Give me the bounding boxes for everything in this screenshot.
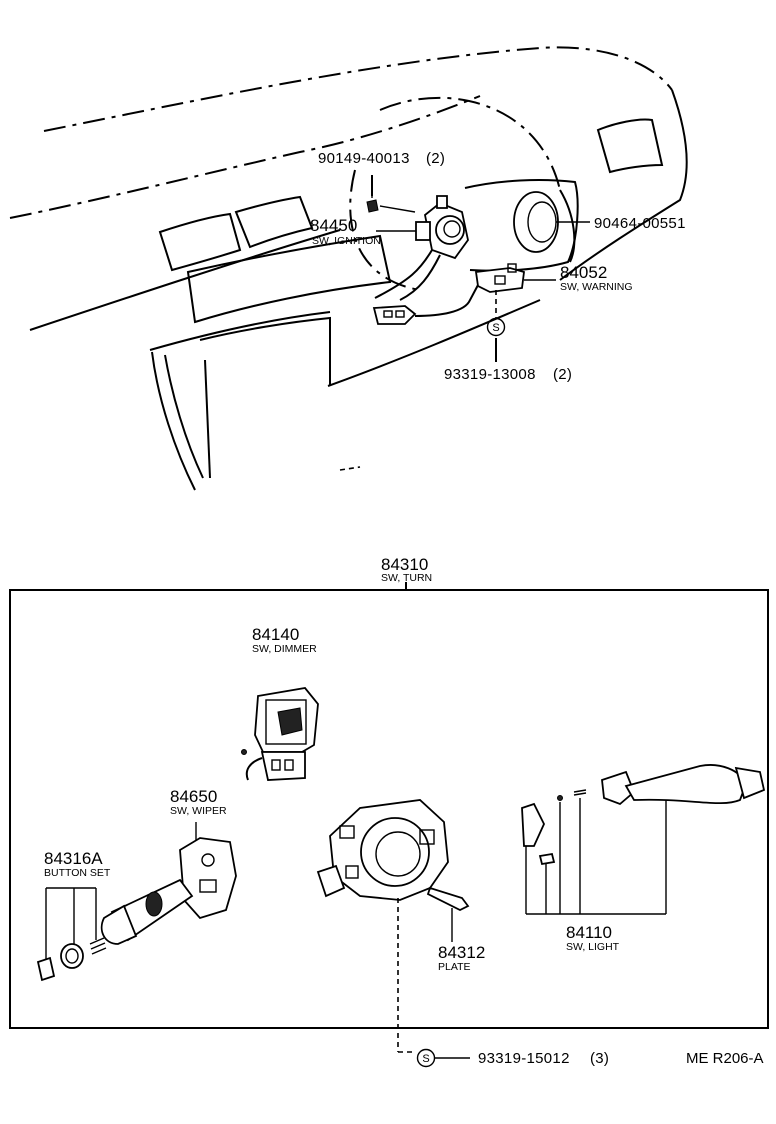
ignition-switch-part — [374, 195, 469, 301]
ignition-number: 84450 — [310, 216, 357, 235]
turn-name: SW, TURN — [381, 572, 432, 584]
screw-symbol-lower-label: S — [422, 1053, 429, 1065]
wiper-name: SW, WIPER — [170, 805, 227, 817]
upper-leaders — [376, 221, 590, 362]
turn-switch-assembly-box — [9, 589, 769, 1029]
screw-15012-number: 93319-15012 — [478, 1050, 570, 1067]
bolt-90149-part — [366, 175, 416, 213]
bolt-90149-number: 90149-40013 — [318, 150, 410, 167]
turn-switch-body-part — [316, 799, 449, 901]
bolt-90149-qty: (2) — [426, 150, 445, 167]
dashboard-outline — [9, 46, 688, 491]
warning-switch-part — [372, 263, 556, 325]
turn-number: 84310 — [381, 555, 428, 574]
button-set-number: 84316A — [44, 849, 103, 868]
warning-name: SW, WARNING — [560, 281, 633, 293]
light-switch-leaders — [525, 798, 667, 915]
button-set-part — [36, 887, 107, 982]
screw-15012-leader — [397, 898, 470, 1068]
screw-symbol-upper: S — [486, 317, 506, 337]
plate-name: PLATE — [438, 961, 470, 973]
light-number: 84110 — [566, 923, 612, 942]
wiper-switch-part — [100, 822, 237, 945]
screw-13008-number: 93319-13008 — [444, 366, 536, 383]
dimmer-number: 84140 — [252, 625, 299, 644]
ignition-name: SW, IGNITION — [312, 235, 381, 247]
dimmer-switch-part — [241, 687, 319, 781]
screw-15012-qty: (3) — [590, 1050, 609, 1067]
light-name: SW, LIGHT — [566, 941, 620, 953]
diagram-reference: ME R206-A — [686, 1050, 764, 1067]
warning-number: 84052 — [560, 263, 607, 282]
wiper-number: 84650 — [170, 787, 217, 806]
screw-symbol-upper-label: S — [492, 322, 499, 334]
screw-13008-qty: (2) — [553, 366, 572, 383]
button-set-name: BUTTON SET — [44, 867, 111, 879]
plate-number: 84312 — [438, 943, 485, 962]
dimmer-name: SW, DIMMER — [252, 643, 317, 655]
plate-part — [426, 886, 470, 912]
part-90464-number: 90464-00551 — [594, 215, 686, 232]
light-switch-part — [521, 764, 766, 866]
